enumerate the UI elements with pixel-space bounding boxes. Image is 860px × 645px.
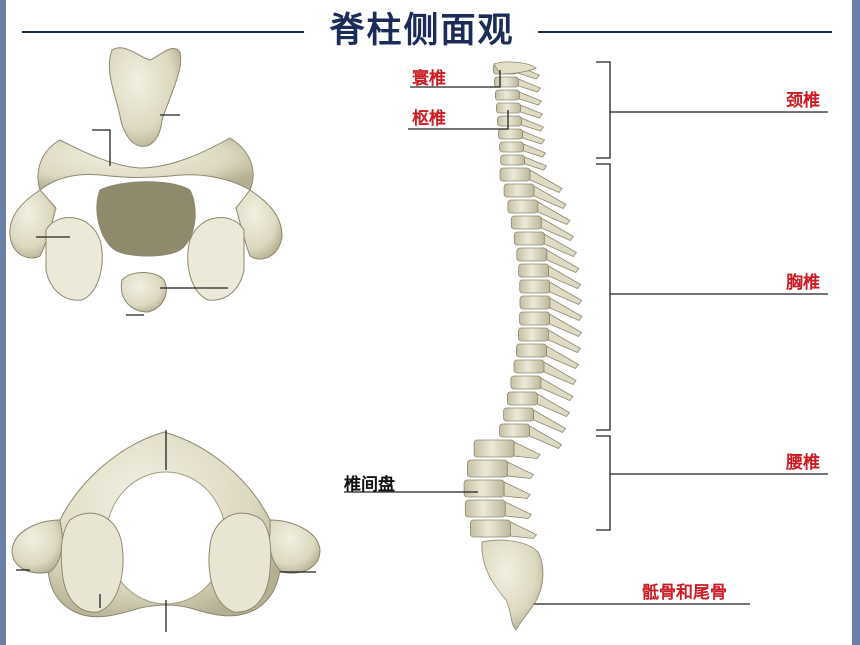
label-sacrum-coccyx: 骶骨和尾骨 <box>642 583 727 603</box>
vertebra-body <box>513 359 545 374</box>
sacrum-shape <box>481 539 544 631</box>
vertebra-body <box>507 199 539 214</box>
spinous-process <box>503 481 531 499</box>
vertebra-body <box>519 295 551 310</box>
vertebra-body <box>510 215 542 230</box>
spinous-process <box>549 313 583 337</box>
spinous-process <box>548 265 582 289</box>
left-edge-bar <box>0 0 6 645</box>
label-thoracic: 胸椎 <box>786 273 820 293</box>
vertebra-body <box>516 343 547 358</box>
vertebra-body <box>499 141 525 153</box>
spinous-process <box>523 143 547 158</box>
vertebra-body <box>510 375 542 390</box>
spinous-process <box>524 156 548 171</box>
vertebra-body <box>466 459 508 478</box>
vertebra-body <box>469 519 511 538</box>
axis-vertebra-illustration <box>9 47 283 313</box>
vertebra-body <box>500 154 526 166</box>
vertebra-body <box>494 89 520 101</box>
label-lumbar: 腰椎 <box>786 453 820 473</box>
vertebra-body <box>516 247 548 262</box>
spinous-process <box>529 425 563 449</box>
vertebra-body <box>518 263 549 278</box>
vertebra-body <box>499 423 530 438</box>
spinous-process <box>533 409 567 433</box>
spine-column-illustration <box>463 61 583 631</box>
spinous-process <box>517 78 541 93</box>
spinous-process <box>519 91 543 106</box>
vertebra-body <box>497 115 522 127</box>
label-axis: 枢椎 <box>412 109 446 129</box>
spinous-process <box>504 501 532 519</box>
vertebra-body <box>473 439 515 458</box>
vertebra-body <box>503 183 535 198</box>
vertebra-body <box>464 499 506 518</box>
axis-pointer-lines <box>36 114 228 316</box>
spinous-process <box>540 377 574 401</box>
spinous-process <box>537 201 571 225</box>
spine-pointer-lines <box>344 61 828 605</box>
right-edge-bar <box>852 0 860 645</box>
spinous-process <box>549 281 583 305</box>
spinous-process <box>521 117 545 132</box>
spinous-process <box>529 169 563 193</box>
atlas-vertebra-illustration <box>11 431 321 618</box>
spinous-process <box>520 104 544 119</box>
vertebra-body <box>503 407 535 422</box>
spinous-process <box>543 233 577 257</box>
label-intervertebral-disc: 椎间盘 <box>344 475 395 495</box>
spinous-process <box>543 361 577 385</box>
spinous-process <box>549 297 583 321</box>
spinous-process <box>522 130 546 145</box>
vertebra-body <box>518 327 549 342</box>
spinous-process <box>507 461 535 479</box>
spinous-process <box>546 249 580 273</box>
vertebra-body <box>498 128 523 140</box>
spinous-process <box>540 217 574 241</box>
vertebra-body <box>519 311 550 326</box>
vertebra-body <box>463 479 505 498</box>
spinous-process <box>510 521 538 539</box>
spinous-process <box>537 393 571 417</box>
vertebra-body <box>493 76 519 88</box>
spinous-process <box>533 185 567 209</box>
label-atlas: 寰椎 <box>412 69 446 89</box>
vertebra-body <box>519 279 551 294</box>
slide-title: 脊柱侧面观 <box>329 10 515 51</box>
vertebra-body <box>499 167 531 182</box>
spinous-process <box>546 345 580 369</box>
vertebra-body <box>506 391 538 406</box>
spinous-process <box>513 441 541 459</box>
label-cervical: 颈椎 <box>786 91 820 111</box>
spinous-process <box>547 329 581 353</box>
atlas-tip-shape <box>493 61 537 75</box>
vertebra-body <box>513 231 545 246</box>
atlas-pointer-lines <box>16 430 316 632</box>
